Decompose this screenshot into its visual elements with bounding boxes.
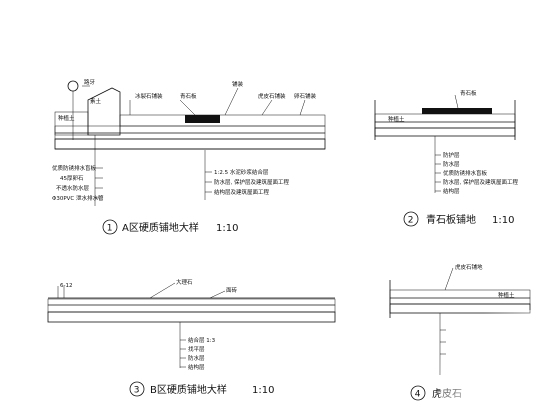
label-d-top-0: 虎皮石铺地 bbox=[455, 263, 483, 271]
detail-c-scale: 1:10 bbox=[252, 385, 274, 396]
detail-a-number: 1 bbox=[107, 224, 113, 234]
label-a-left-0: 素土 bbox=[90, 97, 102, 105]
detail-number-badge bbox=[410, 385, 426, 401]
detail-b-number: 2 bbox=[408, 216, 414, 226]
detail-number-badge bbox=[403, 211, 419, 227]
label-c-bottom-1: 找平层 bbox=[188, 345, 205, 353]
label-c-bottom-2: 防水层 bbox=[188, 354, 205, 362]
label-c-bottom-3: 结构层 bbox=[188, 363, 205, 371]
label-b-inner-0: 种植土 bbox=[388, 115, 405, 123]
label-b-bottom-2: 优质防锈排水盲板 bbox=[443, 169, 488, 177]
label-d-inner-0: 种植土 bbox=[498, 291, 515, 299]
paving-layer bbox=[119, 114, 326, 127]
label-a-top-1: 冰裂石铺装 bbox=[135, 92, 163, 100]
label-a-top-4: 虎皮石铺装 bbox=[258, 92, 286, 100]
detail-a: 路牙 冰裂石铺装 青石板 铺装 虎皮石铺装 卵石铺装 素土 种植土 优质防锈排水… bbox=[52, 78, 326, 235]
detail-c-number: 3 bbox=[134, 386, 140, 396]
watermark-fade bbox=[440, 310, 560, 420]
label-a-top-0: 路牙 bbox=[84, 78, 96, 86]
label-a-top-5: 卵石铺装 bbox=[294, 92, 317, 100]
waterproof-layer bbox=[54, 132, 326, 140]
label-b-bottom-3: 防水层, 保护层及建筑屋面工程 bbox=[443, 178, 518, 186]
label-a-top-3: 铺装 bbox=[232, 80, 244, 88]
label-a-side-0: 优质防锈排水盲板 bbox=[52, 164, 97, 172]
bluestone-slab bbox=[422, 108, 492, 114]
label-a-top-2: 青石板 bbox=[180, 92, 197, 100]
detail-a-scale: 1:10 bbox=[216, 223, 238, 234]
detail-number-badge bbox=[129, 381, 145, 397]
label-c-top-0: 6-12 bbox=[60, 283, 72, 289]
label-a-side-3: Φ30PVC 泄水排水管 bbox=[52, 194, 104, 202]
label-a-bottom-1: 防水层, 保护层及建筑屋面工程 bbox=[214, 178, 289, 186]
mortar-layer bbox=[47, 298, 336, 306]
label-c-top-1: 大理石 bbox=[176, 278, 193, 286]
bluestone-slab bbox=[185, 115, 220, 123]
label-b-top-0: 青石板 bbox=[460, 89, 477, 97]
label-b-bottom-1: 防水层 bbox=[443, 160, 460, 168]
drain-pipe-icon bbox=[67, 80, 79, 92]
structure-layer bbox=[47, 311, 336, 323]
detail-b: 青石板 种植土 防护层 防水层 优质防锈排水盲板 防水层, 保护层及建筑屋面工程… bbox=[374, 89, 518, 227]
label-a-side-1: 45厚卵石 bbox=[60, 174, 84, 182]
label-b-bottom-4: 结构层 bbox=[443, 187, 460, 195]
structure-layer bbox=[54, 138, 326, 150]
label-c-top-2: 面砖 bbox=[226, 286, 238, 294]
curb-stone bbox=[87, 87, 121, 136]
label-a-bottom-2: 结构层及建筑屋面工程 bbox=[214, 188, 270, 196]
structure-layer bbox=[374, 127, 516, 137]
detail-a-title: A区硬质铺地大样 bbox=[122, 221, 199, 234]
detail-b-title: 青石板铺地 bbox=[426, 213, 476, 226]
label-a-bottom-0: 1:2.5 水泥砂浆结合层 bbox=[214, 168, 269, 176]
label-c-bottom-0: 结合层 1:3 bbox=[188, 336, 216, 344]
detail-b-scale: 1:10 bbox=[492, 215, 514, 226]
label-a-side-2: 不透水防水层 bbox=[56, 184, 90, 192]
detail-d-number: 4 bbox=[415, 390, 421, 400]
planting-soil bbox=[54, 111, 89, 136]
mortar-layer bbox=[54, 125, 326, 134]
label-b-bottom-0: 防护层 bbox=[443, 151, 460, 159]
leveling-layer bbox=[47, 304, 336, 313]
detail-c: 6-12 大理石 面砖 结合层 1:3 找平层 防水层 结构层 3 B区硬质铺地… bbox=[47, 278, 336, 397]
detail-c-title: B区硬质铺地大样 bbox=[150, 383, 227, 396]
label-a-left-1: 种植土 bbox=[58, 114, 75, 122]
detail-number-badge bbox=[102, 219, 118, 235]
